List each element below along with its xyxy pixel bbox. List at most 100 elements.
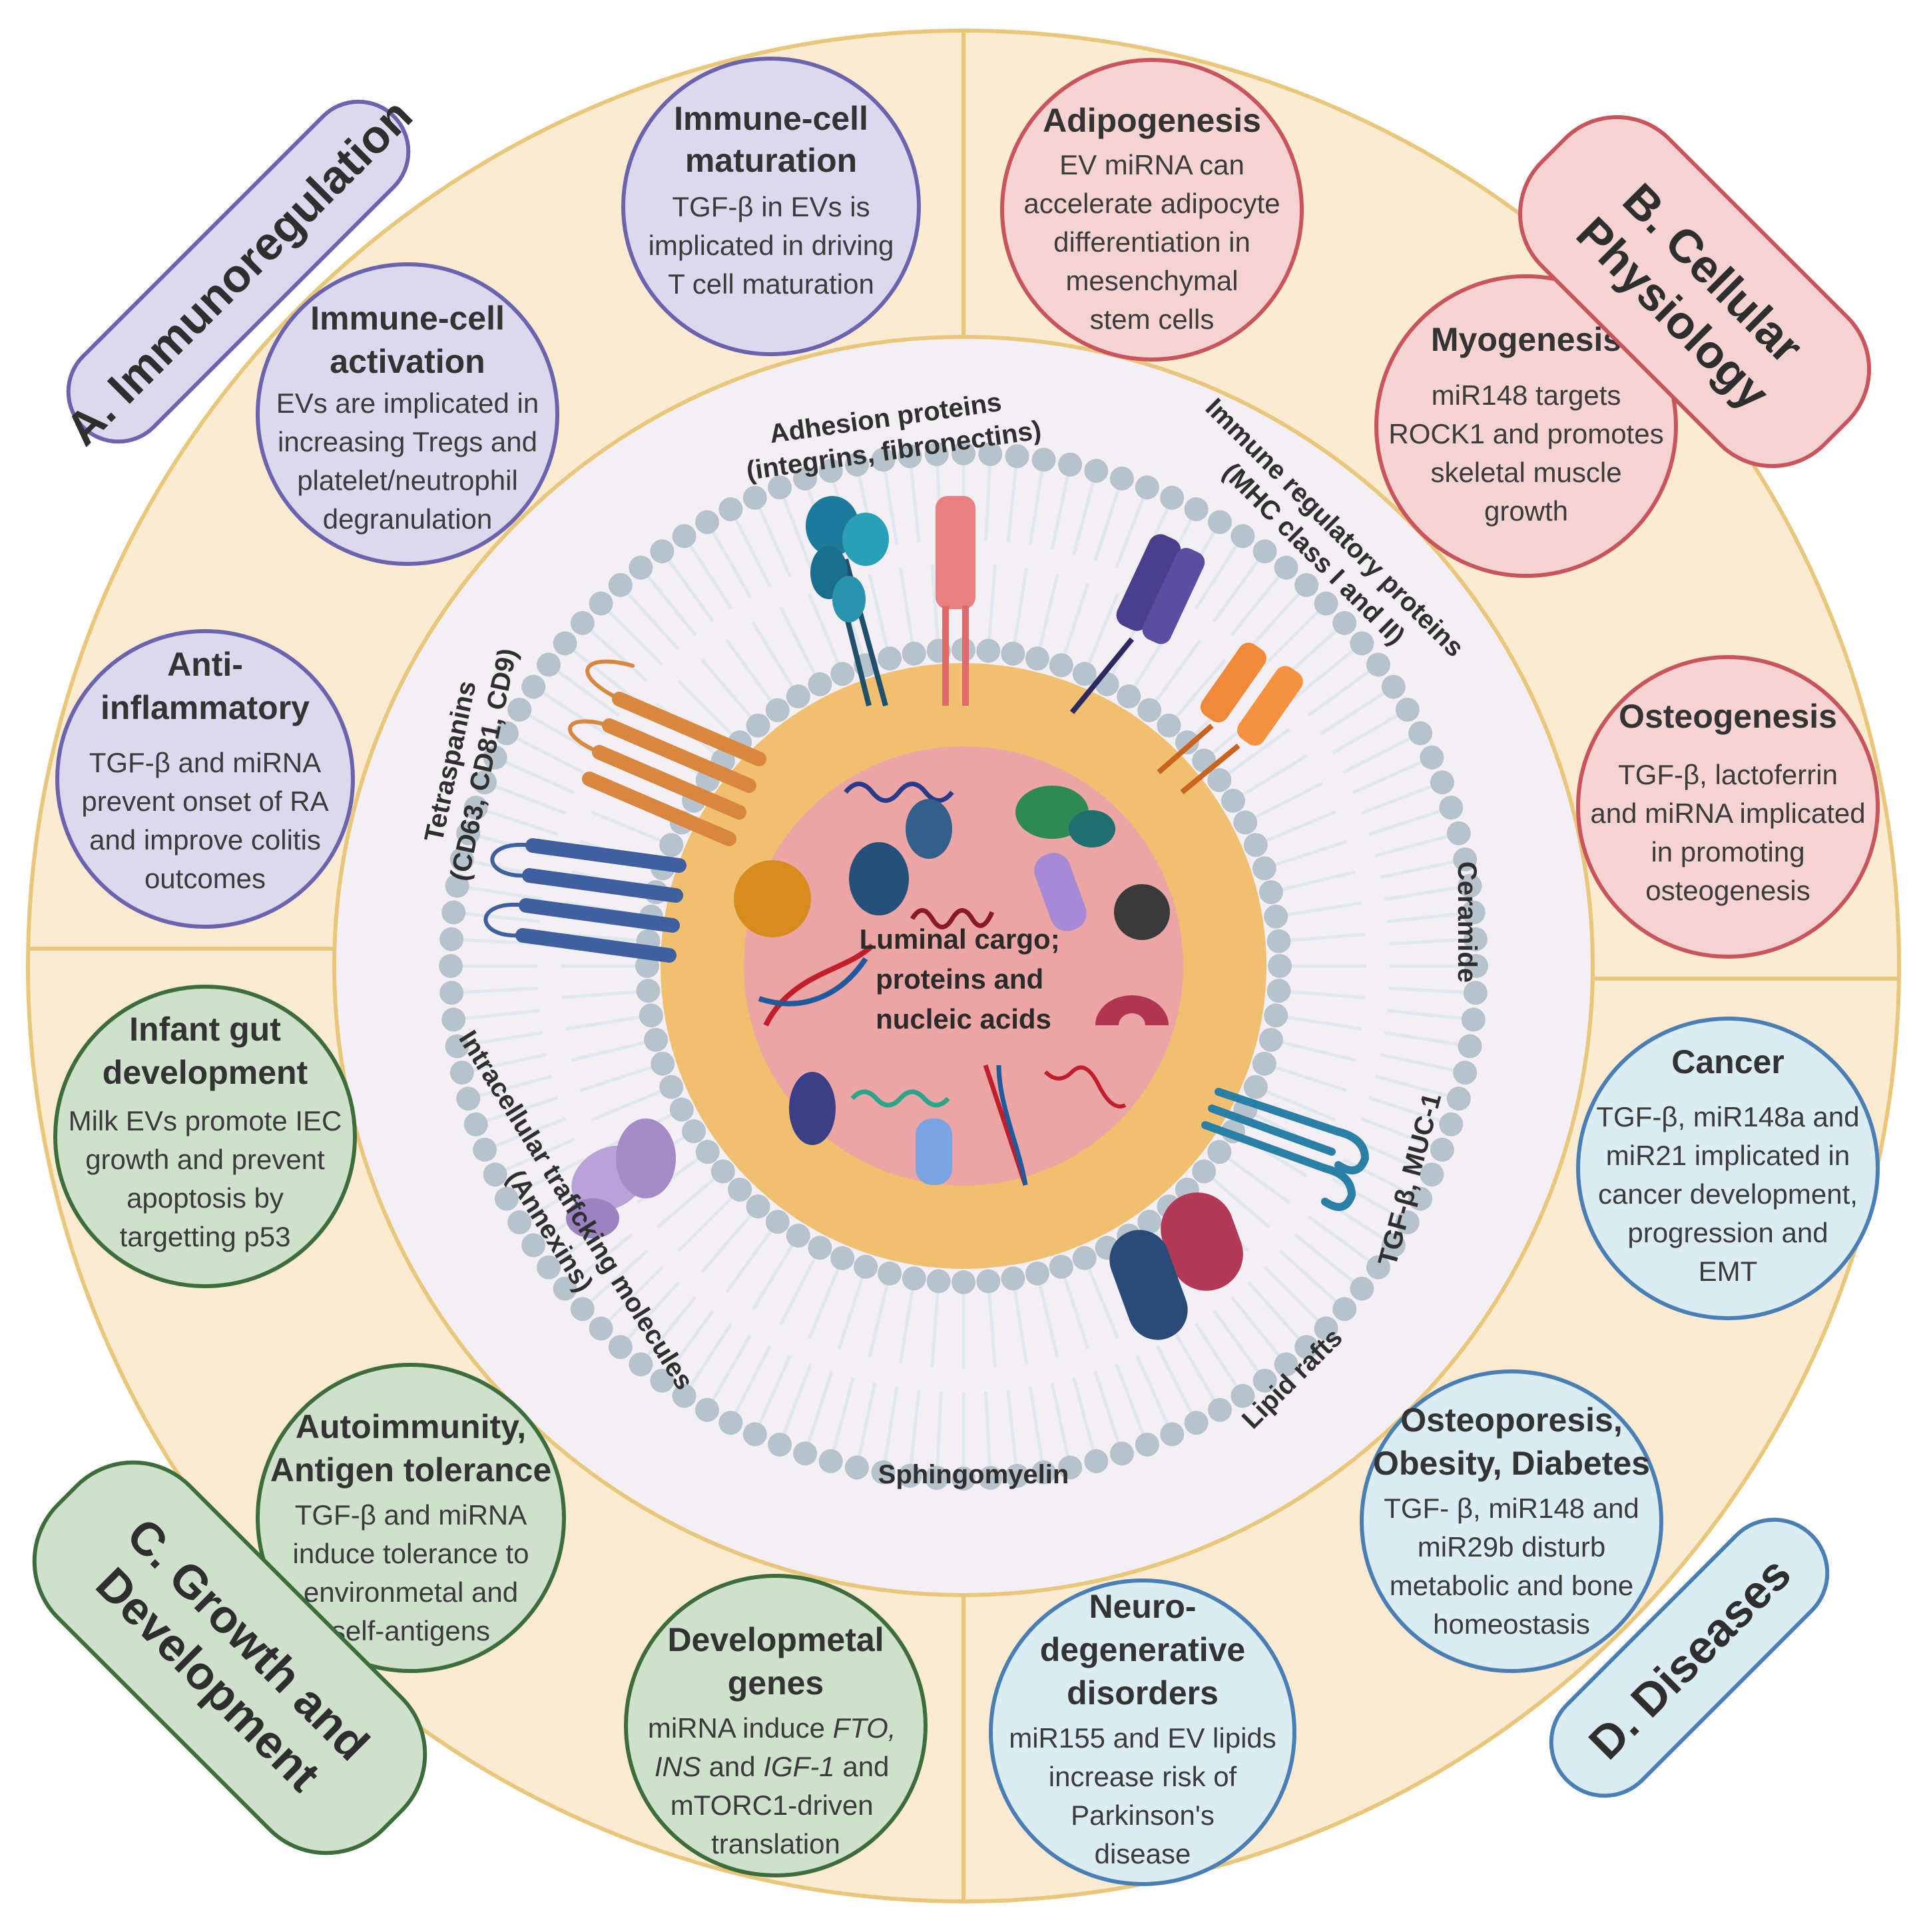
lipid-tail [1387,1009,1474,1021]
lipid-head [1233,810,1258,835]
ceramide-label: Ceramide [1452,861,1482,983]
lipid-tail [778,1363,812,1445]
lipid-head [1463,927,1488,951]
lipid-tail [484,780,567,815]
lipid-tail [599,1266,664,1330]
lipid-head [639,1003,663,1028]
lipid-head [1252,1051,1276,1076]
lipid-head [456,821,481,845]
lipid-head [808,1236,832,1260]
lipid-head [636,979,661,1003]
lipid-head [1049,653,1073,678]
lipid-tail [467,1075,553,1100]
lipid-tail [1050,1382,1072,1468]
lipid-tail [581,621,649,682]
lipid-head [1294,1335,1319,1359]
svg-text:miRNA induce FTO, INS an: miRNA induce FTO, INS and IGF-1 and mTOR… [648,1712,904,1859]
lipid-tail [729,1345,772,1424]
lipid-head [537,652,561,677]
lipid-tail [1035,1273,1059,1358]
lipid-tail [1115,487,1149,569]
lipid-head [1231,524,1255,549]
bubble-autoimmunity: Autoimmunity,Antigen tolerance TGF-β and… [256,1363,566,1673]
lipid-tail [579,1062,663,1092]
lipid-head [1157,713,1181,738]
lipid-tail [564,1232,634,1290]
lipid-head [1461,900,1486,925]
lipid-head [483,1162,507,1187]
lipid-head [768,1432,792,1457]
lipid-tail [837,1266,868,1350]
lipid-head [608,1335,633,1359]
lipid-head [1446,821,1471,845]
tetraspanin-blue-icon [483,838,687,963]
lipid-head [742,485,767,510]
lipid-tail [908,1389,921,1477]
lipid-tail [908,455,921,543]
lipid-head [1184,1411,1209,1435]
lipid-tail [1332,1177,1409,1224]
lipid-head [1137,698,1162,722]
muc-protein-icon [1201,1088,1370,1211]
lipid-tail [700,1205,760,1274]
lipid-head [898,444,922,469]
lipid-head [1137,1210,1162,1234]
lipid-head [1268,954,1292,978]
lipid-tail [1072,1377,1098,1462]
lipid-head [1072,1246,1097,1270]
lipid-tail [1006,1389,1019,1477]
lipid-head [1458,1034,1482,1059]
lipid-head [854,1254,878,1279]
lipid-tail [1384,1031,1470,1048]
protein-purple-icon [1034,853,1087,931]
lipid-tail [1360,1117,1443,1152]
lipid-tail [779,606,822,685]
lipid-head [1350,631,1374,656]
lipid-tail [1352,1138,1433,1176]
lipid-head [830,1246,855,1270]
mhc-orange-protein-icon [1157,642,1303,795]
lipid-tail [1175,1334,1222,1411]
lipid-tail [808,1257,844,1339]
lipid-head [818,1449,843,1473]
lipid-head [718,1411,743,1435]
lipid-head [1160,1422,1185,1447]
lipid-head [1453,1061,1478,1085]
lipid-head [978,1465,1003,1490]
lipid-head [507,1210,532,1234]
lipid-tail [1115,1363,1149,1445]
lipid-head [553,631,577,656]
svg-text:Myogenesis: Myogenesis [1431,321,1621,358]
lipid-head [669,1097,694,1122]
lipid-tail [1275,901,1362,919]
lipid-head [1381,1233,1406,1258]
lipid-tail [1059,582,1090,666]
lipid-head [976,1269,1001,1294]
lipid-head [629,1352,653,1377]
lipid-tail [1380,857,1466,879]
lipid-head [1366,1255,1390,1280]
lipid-tail [475,806,559,836]
lipid-head [1160,485,1185,510]
lipid-head [672,524,696,549]
mhc-protein-icon [1069,534,1205,714]
lipid-head [463,796,488,820]
lipid-tail [1072,470,1098,555]
svg-text:Autoimmunity,Antigen tolerance: Autoimmunity,Antigen tolerance [270,1408,551,1489]
lipid-head [1031,1460,1056,1485]
lipid-head [1117,684,1141,708]
lipid-head [1264,904,1288,929]
lipid-tail [1155,1345,1198,1424]
lipid-tail [1380,1053,1466,1075]
lipid-tail [984,453,992,541]
lipid-head [1458,873,1482,898]
lipid-head [1264,1003,1288,1028]
lipid-head [1252,539,1277,564]
